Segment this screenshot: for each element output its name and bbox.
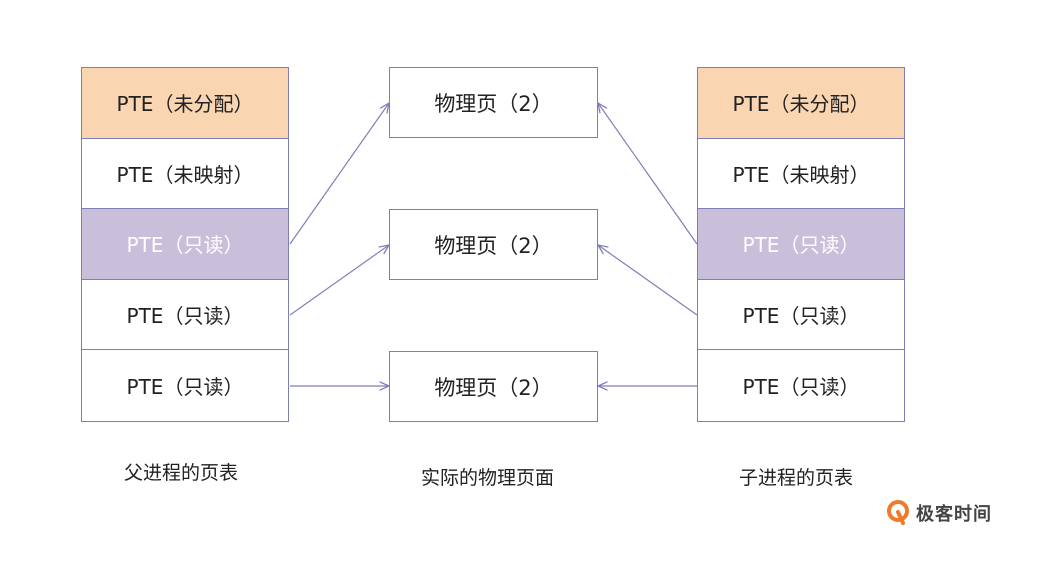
child-pte-row-1: PTE（未分配） xyxy=(698,68,904,139)
child-table-caption: 子进程的页表 xyxy=(739,467,854,489)
arrow-parent-row4-to-page2 xyxy=(289,245,389,316)
parent-pte-row-2: PTE（未映射） xyxy=(82,139,288,210)
parent-pte-row-3: PTE（只读） xyxy=(82,209,288,280)
physical-pages-caption: 实际的物理页面 xyxy=(421,467,555,489)
child-pte-row-5: PTE（只读） xyxy=(742,375,860,400)
parent-pte-row-1: PTE（未分配） xyxy=(82,68,288,139)
arrow-parent-row3-to-page1 xyxy=(289,103,389,245)
parent-table-caption: 父进程的页表 xyxy=(124,462,239,484)
parent-page-table: PTE（未分配） PTE（未映射） PTE（只读） PTE（只读） PTE（只读… xyxy=(81,67,289,422)
child-pte-row-2: PTE（未映射） xyxy=(698,139,904,210)
child-page-table: PTE（未分配） PTE（未映射） PTE（只读） PTE（只读） PTE（只读… xyxy=(697,67,905,422)
physical-page-2: 物理页（2） xyxy=(389,209,598,280)
child-pte-row-3: PTE（只读） xyxy=(698,209,904,280)
parent-pte-row-4: PTE（只读） xyxy=(82,280,288,351)
parent-pte-row-5: PTE（只读） xyxy=(126,375,244,400)
geektime-logo-icon xyxy=(887,500,909,525)
physical-page-3: 物理页（2） xyxy=(389,351,598,422)
physical-page-1: 物理页（2） xyxy=(389,67,598,138)
child-pte-row-4: PTE（只读） xyxy=(698,280,904,351)
geektime-logo: 极客时间 xyxy=(886,500,992,526)
arrow-child-row4-to-page2 xyxy=(598,245,698,316)
geektime-logo-text: 极客时间 xyxy=(916,504,992,525)
arrow-child-row3-to-page1 xyxy=(598,103,698,245)
